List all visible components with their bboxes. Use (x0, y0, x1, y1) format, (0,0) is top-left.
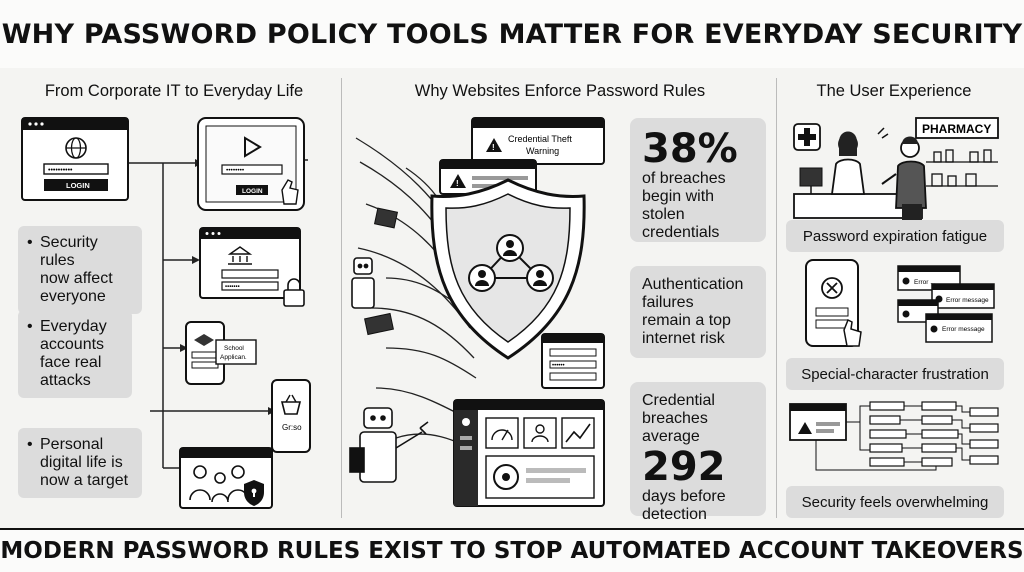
label-expiration-fatigue: Password expiration fatigue (786, 220, 1004, 252)
column-divider-right (776, 78, 777, 518)
school-phone: School Applican. (185, 321, 257, 385)
footer-text: MODERN PASSWORD RULES EXIST TO STOP AUTO… (0, 538, 1024, 564)
shield-icon (430, 178, 586, 360)
label-security-overwhelming: Security feels overwhelming (786, 486, 1004, 518)
svg-text:Error message: Error message (946, 297, 989, 304)
label-special-character: Special-character frustration (786, 358, 1004, 390)
warning-line2: Warning (526, 146, 559, 156)
password-windows: •••••• (541, 333, 605, 389)
svg-text:!: ! (456, 179, 459, 188)
stat-breaches-value: 38% (642, 126, 738, 172)
shopping-phone: Gr:so (271, 379, 311, 453)
security-dashboard (453, 399, 605, 507)
stat-detection-value: 292 (642, 444, 726, 490)
shop-label: Gr:so (282, 423, 302, 432)
error-window-2: Error message (931, 283, 995, 309)
header: WHY PASSWORD POLICY TOOLS MATTER FOR EVE… (0, 0, 1024, 68)
family-window (179, 447, 273, 509)
svg-text:!: ! (492, 143, 495, 152)
svg-text:Error ...: Error ... (914, 279, 936, 286)
error-window-1: Error ... (897, 265, 961, 291)
svg-text:•••••••: ••••••• (225, 285, 240, 291)
robot-icon (349, 257, 429, 483)
left-column-heading: From Corporate IT to Everyday Life (44, 82, 304, 100)
flowchart-scene (789, 401, 999, 471)
school-label-line1: School (224, 345, 244, 352)
tablet-illustration: •••••••• LOGIN (197, 117, 305, 211)
footer-banner: MODERN PASSWORD RULES EXIST TO STOP AUTO… (0, 528, 1024, 572)
svg-text:••••••: •••••• (552, 363, 565, 369)
login-window: •••••••••• LOGIN (21, 117, 129, 201)
right-column-heading: The User Experience (816, 82, 972, 100)
error-window-4: Error message (925, 313, 993, 343)
tablet-login-label: LOGIN (242, 188, 263, 195)
school-label-line2: Applican. (220, 354, 247, 361)
laptop-icon (364, 207, 399, 336)
bank-window: ••••••• (199, 227, 305, 307)
credential-theft-warning: ! Credential Theft Warning (471, 117, 605, 165)
middle-illustration: ! Credential Theft Warning ! (349, 117, 605, 507)
pharmacy-sign: PHARMACY (922, 122, 991, 136)
svg-text:••••••••••: •••••••••• (48, 167, 73, 174)
left-illustrations: •••••••••• LOGIN •••••••• LOGIN ••••••• (21, 117, 311, 509)
pharmacy-scene: PHARMACY (793, 117, 999, 220)
page-title: WHY PASSWORD POLICY TOOLS MATTER FOR EVE… (1, 18, 1023, 50)
middle-column-heading: Why Websites Enforce Password Rules (414, 82, 706, 100)
svg-text:Error message: Error message (942, 326, 985, 333)
warning-line1: Credential Theft (508, 134, 572, 144)
column-divider-left (341, 78, 342, 518)
svg-text:••••••••: •••••••• (226, 167, 245, 174)
login-label: LOGIN (66, 181, 90, 190)
error-messages-scene: Error ... Error message Error message (805, 259, 995, 347)
warning-box (789, 403, 847, 441)
